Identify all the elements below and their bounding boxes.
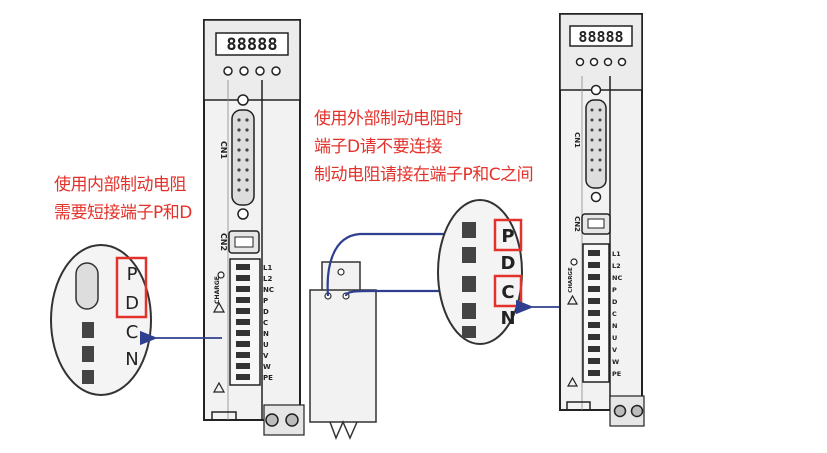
terminal-label: P (612, 286, 617, 294)
warning-icon (212, 381, 226, 393)
mounting-foot (211, 411, 237, 420)
led-display (215, 32, 289, 56)
internal-resistor-note: 使用内部制动电阻 需要短接端子P和D (54, 171, 192, 227)
mounting-foot (566, 401, 591, 410)
external-resistor-note: 使用外部制动电阻时 端子D请不要连接 制动电阻请接在端子P和C之间 (314, 105, 534, 189)
terminal-c-label: C (126, 322, 139, 343)
terminal-label: V (612, 346, 617, 354)
terminal-label: V (263, 352, 269, 360)
terminal-n-label: N (125, 349, 138, 370)
terminal-label: U (263, 341, 269, 349)
terminal-label: U (612, 334, 617, 342)
charge-label: CHARGE (214, 276, 221, 304)
note-line: 制动电阻请接在端子P和C之间 (314, 165, 534, 185)
charge-lamp (570, 258, 578, 266)
terminal-label: N (612, 322, 617, 330)
warning-icon (566, 376, 579, 387)
terminal-block: L1 L2 NC P D C N U V W PE CHARGE (212, 258, 274, 393)
ground-screw (285, 413, 299, 427)
terminal-label: C (612, 310, 617, 318)
terminal-label: NC (263, 286, 274, 294)
panel-buttons (575, 57, 627, 67)
note-line: 需要短接端子P和D (54, 203, 192, 223)
terminal-label: W (612, 358, 619, 366)
terminal-label: D (612, 298, 618, 306)
terminal-label: P (263, 297, 268, 305)
terminal-p-label: P (501, 226, 514, 247)
note-line: 端子D请不要连接 (314, 137, 443, 157)
terminal-label: L2 (612, 262, 621, 270)
panel-buttons (223, 66, 281, 76)
brake-resistor (309, 232, 474, 440)
terminal-label: N (263, 330, 269, 338)
warning-icon (212, 301, 226, 313)
servo-drive-left: 88888 CN1 (203, 19, 305, 436)
terminal-c-label: C (501, 282, 514, 303)
cn1-label: CN1 (573, 132, 581, 148)
cn2-label: CN2 (573, 216, 581, 232)
led-display (569, 25, 633, 47)
charge-label: CHARGE (568, 267, 574, 293)
led-display-digits: 88888 (226, 35, 277, 55)
terminal-magnifier-right: P D C N (437, 199, 574, 345)
terminal-label: W (263, 363, 271, 371)
led-display-digits: 88888 (578, 28, 623, 46)
terminal-d-label: D (125, 293, 139, 314)
terminal-n-label: N (500, 308, 515, 329)
terminal-d-label: D (501, 253, 516, 274)
servo-drive-right: 88888 CN1 CN2 (559, 13, 645, 427)
terminal-p-label: P (127, 264, 138, 285)
note-line: 使用外部制动电阻时 (314, 109, 463, 129)
terminal-magnifier-left: P D C N (50, 244, 222, 396)
cn2-connector: CN2 (573, 213, 611, 235)
ground-screw (630, 404, 644, 418)
terminal-label: L1 (263, 264, 272, 272)
terminal-labels: L1 L2 NC P D C N U V W PE (263, 264, 274, 382)
cn2-connector: CN2 (219, 230, 260, 254)
ground-screw (265, 413, 279, 427)
terminal-label: NC (612, 274, 622, 282)
terminal-label: PE (263, 374, 273, 382)
p-highlight-box (493, 218, 523, 252)
cn1-label: CN1 (219, 141, 228, 160)
ground-screw (613, 404, 627, 418)
terminal-label: D (263, 308, 269, 316)
pd-highlight-box (115, 256, 148, 319)
cn1-connector: CN1 (573, 84, 607, 203)
terminal-label: L2 (263, 275, 272, 283)
cn2-label: CN2 (219, 233, 228, 251)
terminal-labels: L1 L2 NC P D C N U V W PE (612, 250, 622, 378)
charge-lamp (217, 271, 225, 279)
warning-icon (566, 294, 579, 305)
terminal-label: C (263, 319, 268, 327)
terminal-block: L1 L2 NC P D C N U V W PE CHARGE (566, 243, 622, 387)
c-highlight-box (493, 274, 523, 308)
resistor-wire-to-c (344, 289, 474, 297)
terminal-label: PE (612, 370, 621, 378)
terminal-label: L1 (612, 250, 621, 258)
note-line: 使用内部制动电阻 (54, 175, 186, 195)
cn1-connector: CN1 (219, 94, 255, 220)
resistor-wire-to-p (326, 232, 474, 297)
